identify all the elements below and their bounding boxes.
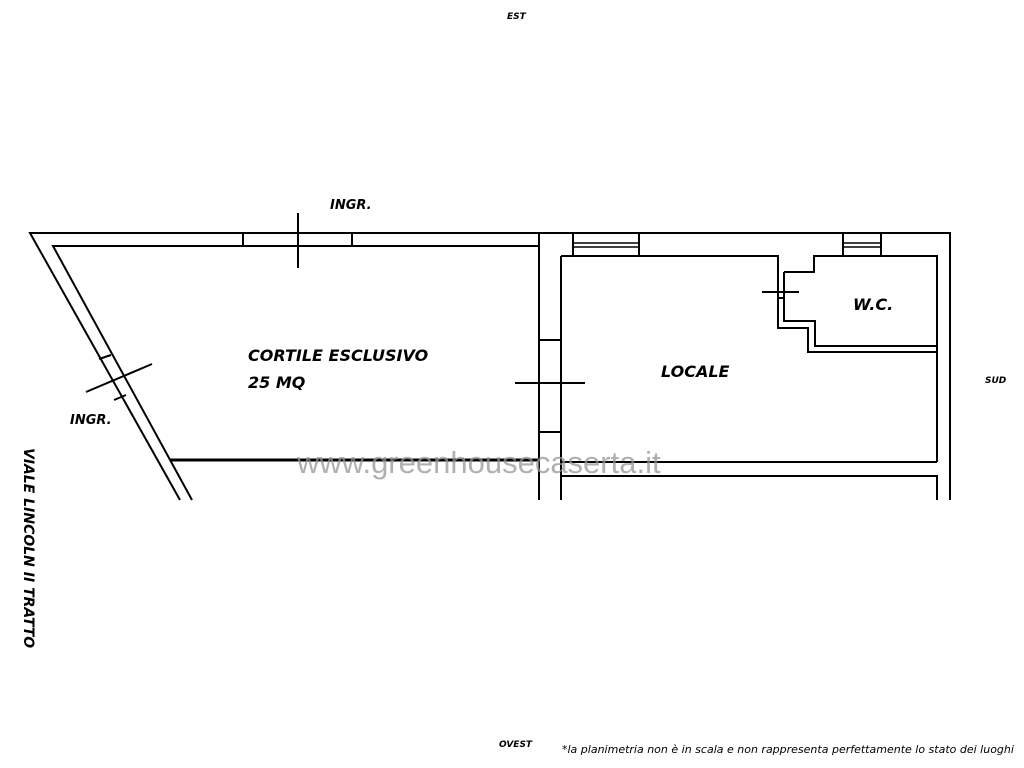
courtyard-inner-wall bbox=[51, 245, 539, 501]
courtyard-name: CORTILE ESCLUSIVO bbox=[248, 346, 429, 365]
left-opening-jamb bbox=[98, 354, 112, 360]
street-label: VIALE LINCOLN II TRATTO bbox=[20, 448, 36, 649]
disclaimer: *la planimetria non è in scala e non rap… bbox=[562, 743, 1014, 756]
locale-label: LOCALE bbox=[661, 362, 730, 381]
entrance-top-label: INGR. bbox=[330, 198, 372, 213]
left-door-mark bbox=[85, 363, 153, 393]
courtyard-area: 25 MQ bbox=[248, 373, 306, 392]
adjacent-room-wall bbox=[560, 475, 938, 500]
entrance-left-label: INGR. bbox=[70, 413, 112, 428]
compass-sud: SUD bbox=[985, 376, 1007, 386]
left-opening-jamb bbox=[113, 394, 127, 401]
compass-ovest: OVEST bbox=[499, 740, 533, 750]
wc-label: W.C. bbox=[853, 295, 894, 314]
compass-est: EST bbox=[507, 12, 526, 22]
wc-inner-wall bbox=[784, 255, 938, 462]
locale-inner-wall bbox=[561, 255, 937, 353]
watermark: www.greenhousecaserta.it bbox=[297, 445, 661, 480]
outer-wall bbox=[28, 232, 951, 501]
